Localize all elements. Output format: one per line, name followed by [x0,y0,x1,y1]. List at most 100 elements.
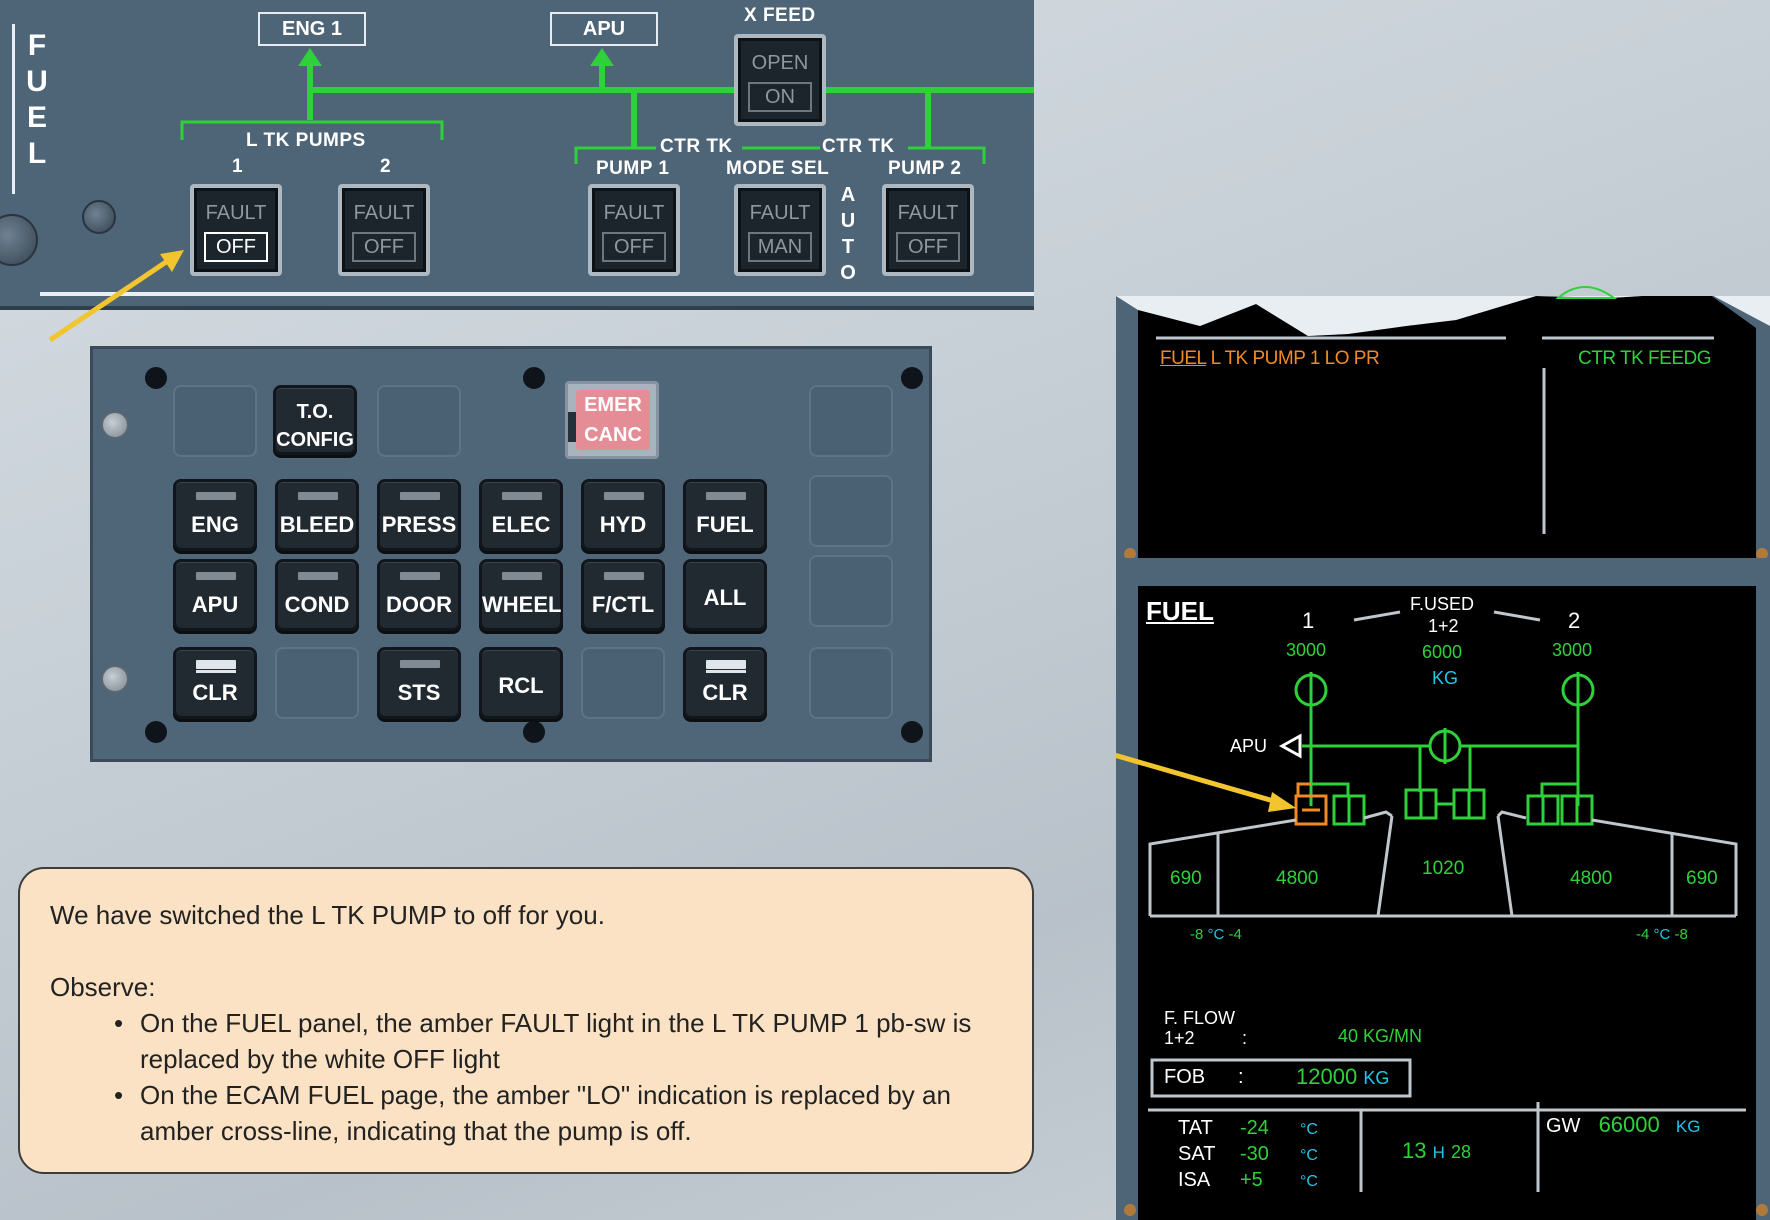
fob-unit: KG [1363,1068,1390,1088]
apu-feed-label: APU [1230,736,1268,756]
indicator-bar [196,572,236,580]
indicator-bar [706,660,746,669]
gw-readout: GW 66000 KG [1546,1112,1700,1138]
indicator-bar [400,660,440,668]
panel-side-title: F U E L [24,28,50,172]
tat-value: -24 [1240,1117,1269,1139]
l-tk-pump1-pushbutton[interactable]: FAULT OFF [190,184,282,276]
to-config-line1: T.O. [296,401,334,423]
tank-right-outer: 690 [1686,868,1718,889]
xfeed-open-light: OPEN [751,52,809,74]
fflow-value: 40 KG/MN [1338,1026,1423,1046]
observation-list: On the FUEL panel, the amber FAULT light… [110,1005,1008,1149]
side-rule [12,24,15,194]
ewd-symbol-icon [1555,286,1618,299]
eng1-label: ENG 1 [258,12,366,46]
fob-label: FOB [1164,1066,1206,1088]
sd-fuel-screen [1138,586,1756,1220]
warning-title: FUEL [1160,348,1206,369]
blank-slot [377,385,461,457]
to-config-button[interactable]: T.O. CONFIG [273,385,357,455]
off-light: OFF [352,232,416,262]
emer-canc-line1: EMER [584,394,642,416]
fault-light: FAULT [205,202,267,224]
emer-canc-line2: CANC [584,424,642,446]
press-page-button[interactable]: PRESS [377,479,461,551]
cond-page-button[interactable]: COND [275,559,359,631]
button-label: ENG [191,512,239,537]
observation-item: On the FUEL panel, the amber FAULT light… [110,1005,1008,1077]
auto-letter: U [840,210,856,232]
guard-tab [568,412,576,442]
sd-page-title: FUEL [1146,596,1214,626]
auto-letter: A [840,184,856,206]
ecam-control-panel: T.O. CONFIG EMER CANC ENG BLEED PRESS EL… [90,346,932,762]
hyd-page-button[interactable]: HYD [581,479,665,551]
temp-value: -8 [1674,926,1688,943]
fob-value: 12000 [1296,1064,1358,1089]
indicator-bar [706,670,746,673]
elec-page-button[interactable]: ELEC [479,479,563,551]
mode-sel-pushbutton[interactable]: FAULT MAN [734,184,826,276]
fflow-sub-label: 1+2 [1164,1028,1195,1048]
clr-right-button[interactable]: CLR [683,647,767,719]
to-config-label: T.O. CONFIG [276,398,354,454]
gw-unit: KG [1675,1117,1701,1136]
fused-unit: KG [1432,668,1459,688]
fob-readout: 12000 KG [1296,1064,1389,1090]
to-config-line2: CONFIG [276,429,354,451]
fctl-page-button[interactable]: F/CTL [581,559,665,631]
xfeed-pushbutton[interactable]: OPEN ON [734,34,826,126]
fflow-label: F. FLOW [1164,1008,1235,1028]
button-label: CLR [192,680,238,705]
time-hours: 13 [1402,1138,1427,1163]
button-label: F/CTL [591,592,655,617]
fused-total-value: 6000 [1422,642,1463,662]
right-tank-temps: -4 °C -8 [1636,926,1688,943]
temp-value: -4 [1228,926,1242,943]
panel-bolt [523,721,545,743]
l-tk-pump2-pushbutton[interactable]: FAULT OFF [338,184,430,276]
side-letter: F [27,29,47,62]
off-light: OFF [602,232,666,262]
ctr-tk-pump1-pushbutton[interactable]: FAULT OFF [588,184,680,276]
button-label: FUEL [696,512,754,537]
button-label: PRESS [381,512,457,537]
indicator-bar [502,572,542,580]
temp-unit: °C [1207,926,1225,943]
fob-colon: : [1238,1066,1244,1088]
ewd-memo: CTR TK FEEDG [1578,348,1712,369]
fused-eng1-value: 3000 [1286,640,1327,660]
indicator-bar [196,660,236,669]
side-letter: U [26,65,48,98]
sts-button[interactable]: STS [377,647,461,719]
left-tank-temps: -8 °C -4 [1190,926,1242,943]
wheel-page-button[interactable]: WHEEL [479,559,563,631]
mode-sel-label: MODE SEL [726,158,830,179]
ctr-pump2-label: PUMP 2 [888,158,962,179]
emer-canc-button[interactable]: EMER CANC [565,381,659,459]
all-button[interactable]: ALL [683,559,767,631]
blank-slot [809,385,893,457]
auto-label: A U T O [838,182,858,286]
temp-value: -4 [1636,926,1650,943]
bleed-page-button[interactable]: BLEED [275,479,359,551]
fuel-page-button[interactable]: FUEL [683,479,767,551]
apu-page-button[interactable]: APU [173,559,257,631]
temp-value: -8 [1190,926,1204,943]
sat-value: -30 [1240,1143,1269,1165]
ctr-tk-pump2-pushbutton[interactable]: FAULT OFF [882,184,974,276]
indicator-bar [400,572,440,580]
utc-time-readout: 13 H 28 [1402,1138,1471,1164]
fault-light: FAULT [897,202,959,224]
rcl-button[interactable]: RCL [479,647,563,719]
instruction-message-box: We have switched the L TK PUMP to off fo… [18,867,1034,1174]
clr-left-button[interactable]: CLR [173,647,257,719]
pump-number-2: 2 [380,156,392,177]
deg-c-unit: °C [1300,1121,1318,1138]
panel-bolt [145,367,167,389]
door-page-button[interactable]: DOOR [377,559,461,631]
indicator-bar [196,492,236,500]
eng-page-button[interactable]: ENG [173,479,257,551]
man-light: MAN [748,232,812,262]
